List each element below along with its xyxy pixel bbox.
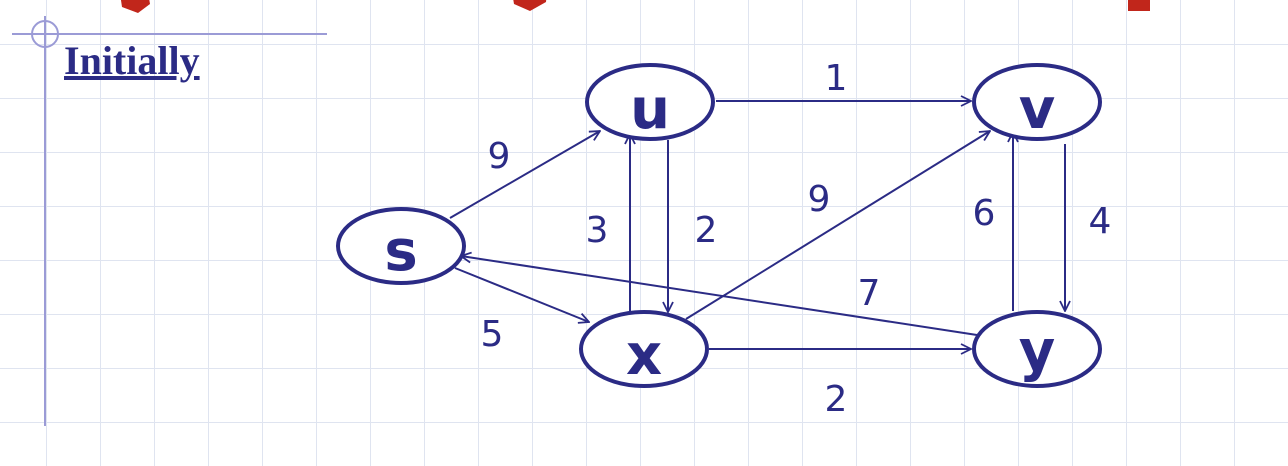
slide-frame-decoration	[12, 16, 327, 426]
title-fragment-2	[513, 0, 547, 11]
node-s-label: s	[384, 219, 417, 284]
node-v: v	[972, 63, 1102, 142]
node-s: s	[336, 207, 466, 285]
weight-x-y: 2	[825, 379, 848, 420]
node-u-ellipse	[585, 63, 715, 141]
weight-u-x: 2	[695, 210, 718, 251]
weight-y-v: 6	[973, 193, 996, 234]
graph-edges	[449, 101, 1065, 349]
weight-v-y: 4	[1089, 201, 1112, 242]
node-x-label: x	[626, 323, 662, 388]
weight-u-v: 1	[825, 58, 848, 99]
node-v-label: v	[1019, 77, 1056, 142]
frame-corner-circle	[31, 20, 59, 48]
node-v-ellipse	[972, 63, 1102, 141]
weight-s-u: 9	[488, 136, 511, 177]
node-u: u	[585, 63, 715, 142]
weight-y-s: 7	[858, 273, 881, 314]
slide-heading: Initially	[64, 38, 200, 83]
node-u-label: u	[630, 77, 670, 142]
edge-x-to-v	[685, 131, 990, 320]
node-s-ellipse	[336, 207, 466, 285]
cropped-title-fragments	[120, 0, 1150, 13]
weight-x-v: 9	[808, 179, 831, 220]
edge-s-to-u	[449, 131, 600, 219]
weight-s-x: 5	[481, 314, 504, 355]
node-y: y	[972, 310, 1102, 388]
title-fragment-3	[1128, 0, 1150, 11]
edge-y-to-s	[461, 256, 978, 336]
edge-weights: 9 5 1 2 3 9 2 4 6 7	[481, 58, 1112, 420]
node-y-label: y	[1019, 319, 1056, 384]
edge-s-to-x	[454, 267, 589, 322]
node-y-ellipse	[972, 310, 1102, 388]
weight-x-u: 3	[586, 210, 609, 251]
title-fragment-1	[120, 0, 150, 13]
node-x: x	[579, 310, 709, 388]
node-x-ellipse	[579, 310, 709, 388]
